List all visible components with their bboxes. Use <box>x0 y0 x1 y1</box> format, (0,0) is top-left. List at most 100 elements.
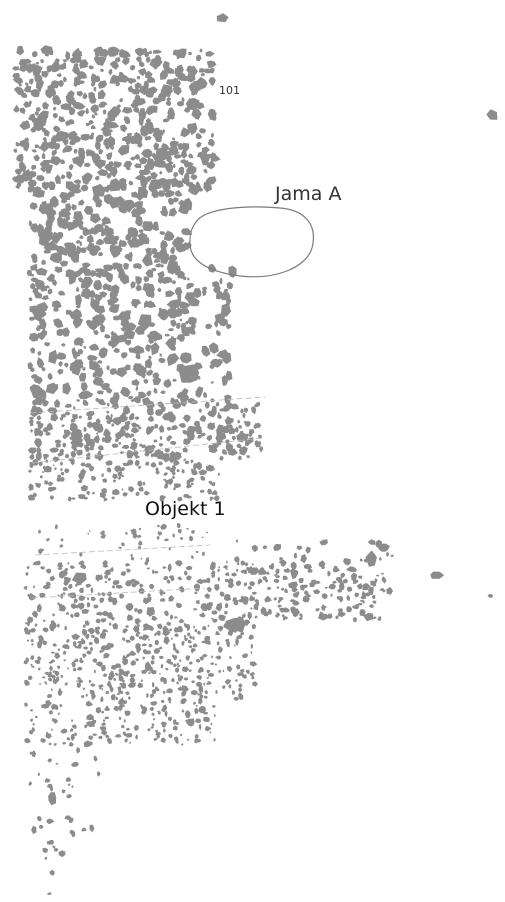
stone <box>170 678 175 683</box>
stone <box>172 533 175 538</box>
stone <box>22 140 30 152</box>
stone <box>133 132 139 137</box>
stone <box>65 203 72 212</box>
stone <box>189 661 193 665</box>
stone <box>68 583 73 590</box>
stone <box>33 121 45 132</box>
stone <box>94 112 98 116</box>
stone <box>129 635 135 641</box>
stone <box>121 208 128 214</box>
stone <box>144 661 151 671</box>
stone <box>89 529 91 532</box>
stone <box>242 674 247 679</box>
stone <box>147 593 152 598</box>
stone <box>95 156 100 162</box>
stone <box>138 60 145 68</box>
stone <box>27 361 33 370</box>
stone <box>80 680 84 683</box>
stone <box>141 706 148 713</box>
stone <box>118 716 122 721</box>
stone <box>315 608 320 612</box>
stone <box>158 443 164 447</box>
stone <box>236 561 240 566</box>
stone <box>360 599 363 602</box>
stone <box>210 662 215 665</box>
stone <box>84 162 91 168</box>
stone <box>273 543 281 551</box>
stone <box>350 574 354 578</box>
stone <box>487 593 494 598</box>
stone <box>141 643 147 647</box>
stone <box>168 254 177 263</box>
stone <box>157 287 162 293</box>
stone <box>72 423 76 428</box>
stone <box>106 402 110 407</box>
stone <box>112 622 118 630</box>
stone <box>28 629 32 634</box>
stone <box>194 583 200 592</box>
stone <box>204 401 210 409</box>
stone <box>108 121 120 129</box>
stone <box>35 78 43 92</box>
stone <box>155 643 159 646</box>
stone <box>186 177 190 182</box>
stone <box>79 234 84 239</box>
stone <box>208 77 216 87</box>
stone <box>78 415 83 419</box>
stone <box>240 569 244 574</box>
stone <box>65 120 72 126</box>
stone <box>123 339 132 346</box>
stone <box>40 45 54 55</box>
stone <box>54 671 59 676</box>
stone <box>88 65 95 70</box>
stone <box>42 465 46 470</box>
stone <box>204 725 212 732</box>
stone <box>281 614 285 618</box>
stone <box>95 397 100 402</box>
stone <box>244 421 251 427</box>
stone <box>112 110 119 118</box>
stone <box>202 612 205 615</box>
stone <box>180 127 191 138</box>
stone <box>126 670 130 675</box>
stone <box>106 152 113 160</box>
stone <box>129 64 136 71</box>
stone <box>77 442 84 448</box>
stone <box>130 660 136 666</box>
stone <box>157 531 162 536</box>
stone <box>139 583 144 588</box>
stone <box>127 199 136 209</box>
stone <box>211 492 214 495</box>
stone <box>214 663 218 666</box>
stone <box>153 387 158 394</box>
stone <box>49 839 54 846</box>
stone <box>207 488 212 495</box>
stone <box>124 432 130 439</box>
stone <box>110 146 115 151</box>
stone <box>60 674 64 679</box>
stone <box>301 584 308 588</box>
stone <box>306 593 312 598</box>
stone <box>137 68 147 77</box>
stone <box>85 245 96 253</box>
stone <box>158 357 166 364</box>
stone <box>39 592 46 598</box>
stone <box>214 490 217 493</box>
stone <box>330 593 333 597</box>
stone <box>217 472 220 477</box>
stone <box>118 50 131 59</box>
stone <box>58 116 66 123</box>
stone <box>210 446 215 450</box>
stone <box>52 674 56 680</box>
stone <box>125 563 131 567</box>
stone <box>38 824 44 829</box>
stone <box>80 485 88 492</box>
stone <box>81 134 85 140</box>
stone <box>377 618 382 621</box>
stone <box>62 433 68 440</box>
stone <box>28 469 32 473</box>
stone <box>145 491 150 495</box>
stone <box>212 490 218 496</box>
stone <box>150 462 157 468</box>
stone <box>50 651 55 654</box>
